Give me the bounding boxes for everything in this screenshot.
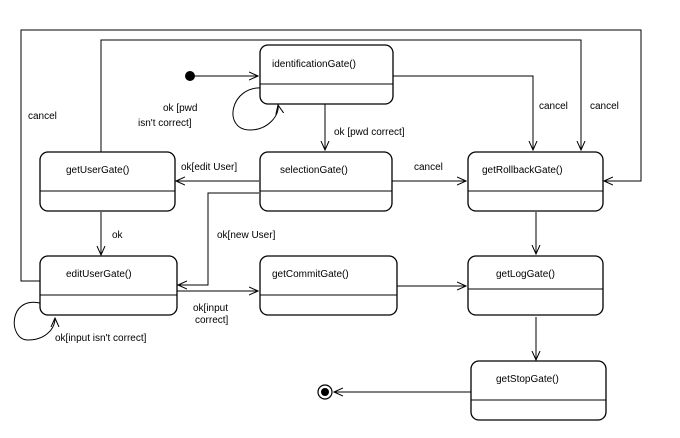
label-cancel-mid: cancel [539, 101, 568, 112]
state-get-commit-label: getCommitGate() [272, 269, 349, 280]
state-get-user-label: getUserGate() [66, 165, 129, 176]
state-edit-user-label: editUserGate() [66, 269, 132, 280]
state-get-rollback-label: getRollbackGate() [482, 165, 563, 176]
label-input-correct-1: ok[input [193, 303, 228, 314]
state-get-commit-gate: getCommitGate() [259, 255, 398, 316]
label-ok: ok [112, 230, 124, 241]
label-edit-user: ok[edit User] [181, 162, 237, 173]
transition-getuser-cancel [100, 39, 581, 152]
initial-state [185, 71, 195, 81]
transition-new-user [178, 192, 259, 285]
transition-labels: cancel ok [pwd isn't correct] ok [pwd co… [28, 101, 619, 344]
label-cancel-left: cancel [28, 111, 57, 122]
transition-edituser-cancel [20, 29, 642, 282]
state-get-log-gate: getLogGate() [467, 255, 604, 316]
transition-pwd-incorrect-loop [232, 87, 278, 131]
state-get-user-gate: getUserGate() [39, 151, 176, 212]
state-get-stop-gate: getStopGate() [470, 360, 607, 421]
label-pwd-incorrect-1: ok [pwd [163, 103, 197, 114]
state-identification-gate: identificationGate() [259, 44, 394, 105]
label-input-correct-2: correct] [195, 315, 229, 326]
state-get-log-label: getLogGate() [496, 269, 555, 280]
transition-input-incorrect-loop [13, 301, 55, 341]
state-selection-label: selectionGate() [280, 165, 348, 176]
label-cancel-right: cancel [590, 101, 619, 112]
state-selection-gate: selectionGate() [259, 151, 393, 212]
label-pwd-correct: ok [pwd correct] [334, 127, 405, 138]
state-get-rollback-gate: getRollbackGate() [467, 151, 604, 212]
label-input-incorrect: ok[input isn't correct] [55, 333, 147, 344]
state-identification-label: identificationGate() [272, 59, 356, 70]
transitions [13, 29, 642, 392]
label-selection-cancel: cancel [414, 162, 443, 173]
final-state [317, 384, 333, 400]
transition-identification-cancel [393, 75, 533, 150]
state-get-stop-label: getStopGate() [496, 374, 559, 385]
state-edit-user-gate: editUserGate() [39, 255, 178, 316]
label-new-user: ok[new User] [217, 230, 276, 241]
label-pwd-incorrect-2: isn't correct] [138, 118, 192, 129]
